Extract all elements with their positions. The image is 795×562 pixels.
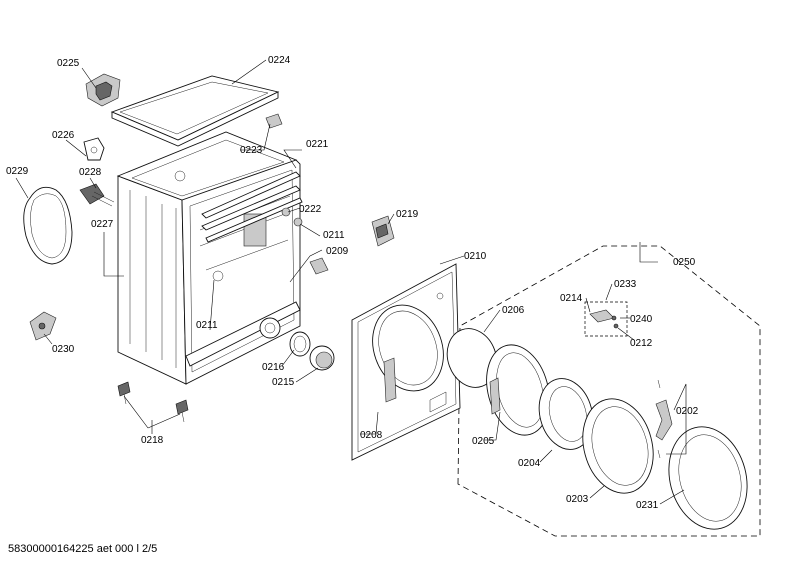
seal-part	[446, 328, 498, 388]
label-0209: 0209	[326, 246, 349, 257]
label-0206: 0206	[502, 305, 525, 316]
door-handle-part	[655, 379, 673, 459]
fastener-part	[309, 257, 329, 275]
label-0240: 0240	[630, 314, 653, 325]
pump-cap-part	[289, 331, 335, 371]
label-0219: 0219	[396, 209, 419, 220]
switch-part	[371, 215, 395, 247]
label-0229: 0229	[6, 166, 29, 177]
top-cover	[110, 75, 280, 147]
label-0214: 0214	[560, 293, 583, 304]
label-0204: 0204	[518, 458, 541, 469]
label-0230: 0230	[52, 344, 75, 355]
front-panel	[351, 263, 461, 461]
label-0205: 0205	[472, 436, 495, 447]
label-0211-right: 0211	[323, 230, 345, 241]
label-0221: 0221	[306, 139, 329, 150]
label-0203: 0203	[566, 494, 589, 505]
document-id-footer: 58300000164225 aet 000 l 2/5	[8, 543, 157, 555]
leader-lines	[15, 59, 687, 505]
label-0222: 0222	[299, 204, 322, 215]
label-0226: 0226	[52, 130, 75, 141]
label-0225: 0225	[57, 58, 80, 69]
cabinet-housing	[116, 131, 301, 385]
rails-part	[201, 171, 303, 243]
door-lock-part	[383, 357, 397, 403]
door-ring-part	[582, 398, 654, 494]
label-0211-left: 0211	[196, 320, 218, 331]
heater-part	[79, 183, 115, 207]
door-assembly-boundary	[457, 245, 761, 537]
door-glass-part	[538, 378, 594, 450]
hinge-group-boundary	[584, 301, 628, 337]
outer-door-ring-part	[668, 426, 748, 530]
label-0216: 0216	[262, 362, 285, 373]
damper-foot-part	[29, 311, 57, 341]
dispenser-handle-part	[85, 73, 121, 107]
label-0212: 0212	[630, 338, 653, 349]
label-0224: 0224	[268, 55, 291, 66]
label-0215: 0215	[272, 377, 295, 388]
hinge-part	[589, 309, 619, 329]
label-0228: 0228	[79, 167, 102, 178]
feet-screws-part	[117, 381, 189, 423]
label-0223: 0223	[240, 145, 263, 156]
clip-part	[265, 113, 283, 129]
label-0202: 0202	[676, 406, 699, 417]
door-frame-part	[486, 344, 550, 436]
label-0233: 0233	[614, 279, 637, 290]
label-0227: 0227	[91, 219, 114, 230]
label-0231: 0231	[636, 500, 659, 511]
label-0250: 0250	[673, 257, 696, 268]
label-0210: 0210	[464, 251, 487, 262]
gasket-ring-part	[23, 186, 73, 265]
label-0218: 0218	[141, 435, 164, 446]
label-0208: 0208	[360, 430, 383, 441]
bracket-part	[83, 137, 105, 161]
